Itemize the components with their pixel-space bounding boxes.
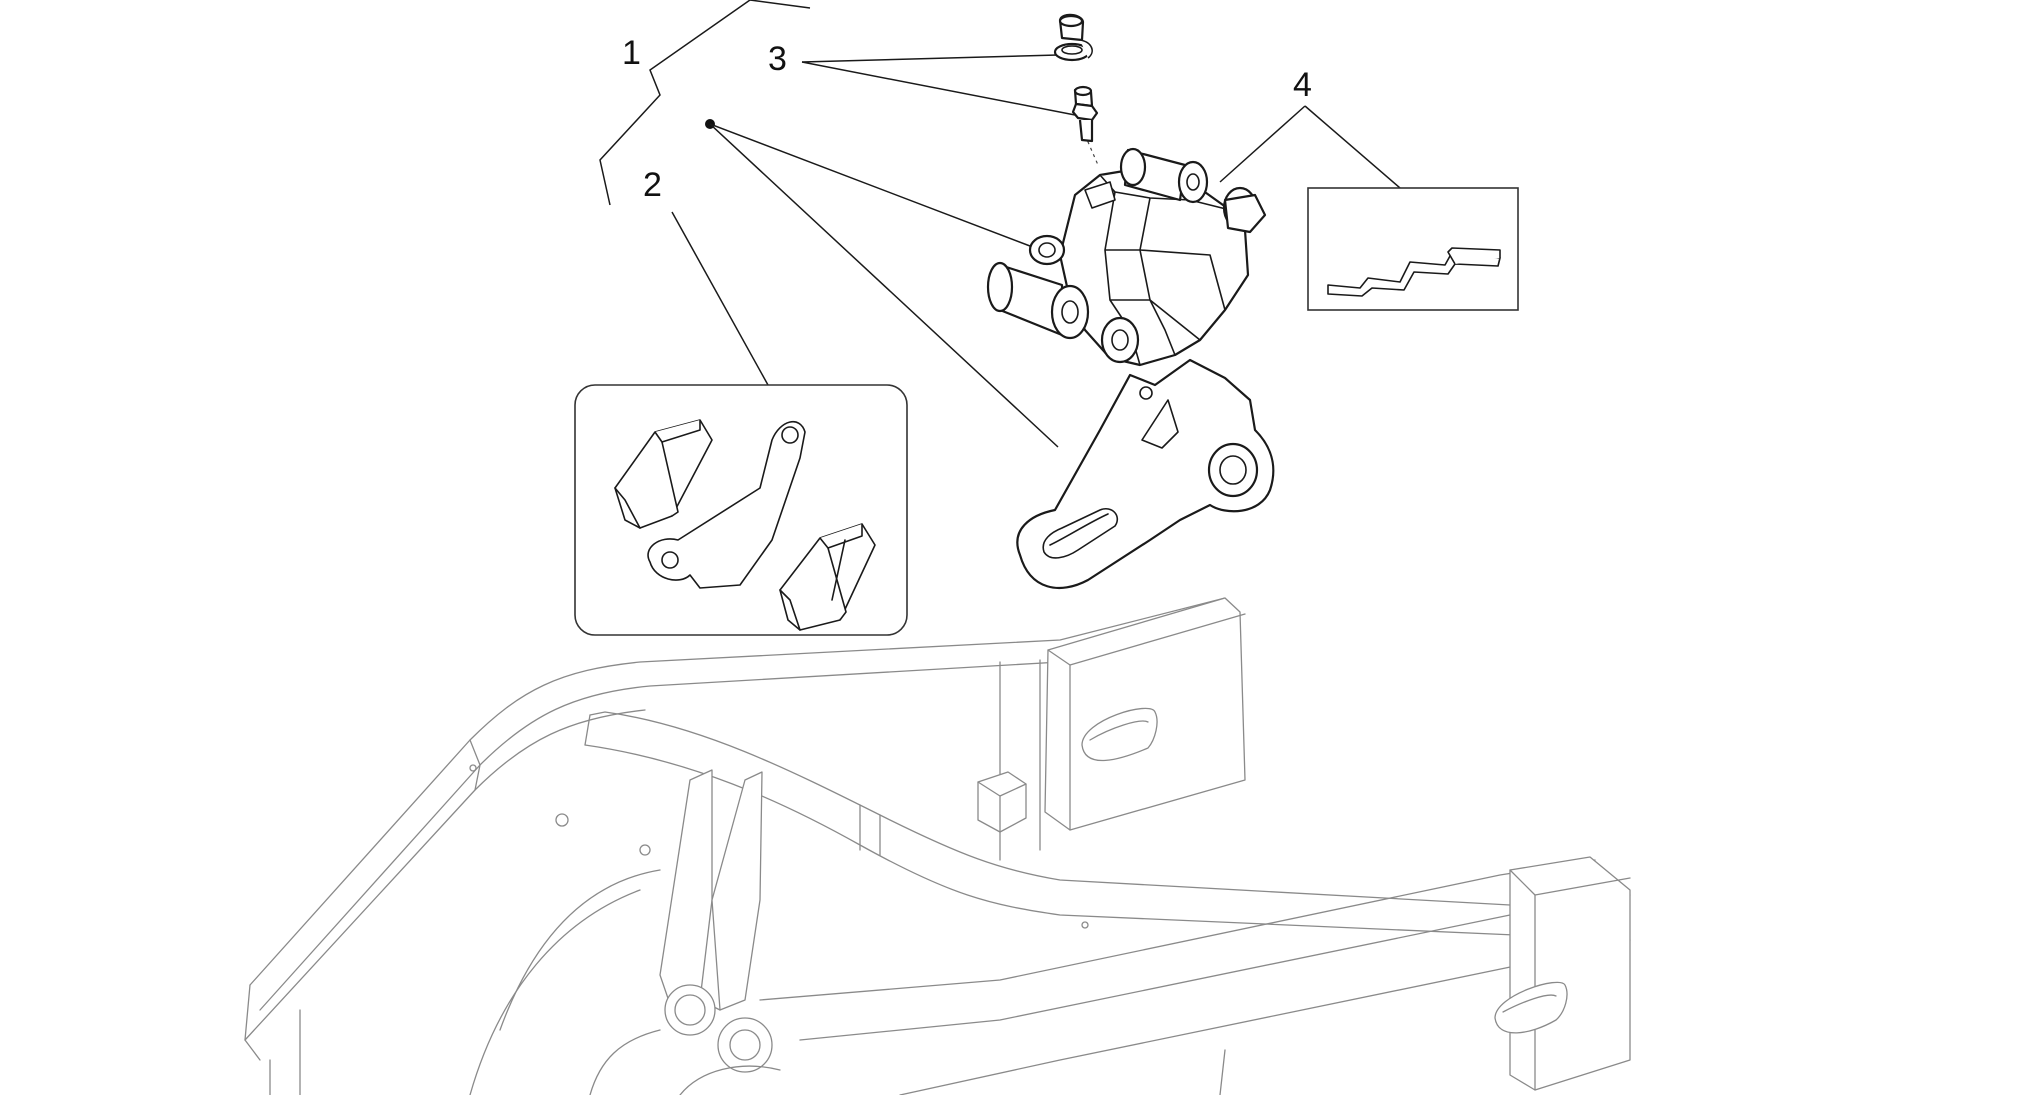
callout-4: 4 (1293, 66, 1312, 104)
retaining-spring-box (1307, 187, 1519, 311)
pad-shim-plate (647, 420, 806, 589)
callout-3: 3 (768, 40, 787, 78)
bleed-cap (1053, 13, 1093, 62)
swingarm-frame (244, 597, 1631, 1095)
bleed-screw (1071, 85, 1099, 143)
callout-4-leader (1219, 105, 1401, 189)
callout-1-leader (599, 0, 1059, 448)
brake-caliper-assembly (986, 147, 1275, 589)
brake-pad-right (779, 523, 876, 631)
callout-2: 2 (643, 166, 662, 204)
brake-pads-kit-box (574, 384, 908, 636)
callout-1: 1 (622, 34, 641, 72)
brake-pad-left (614, 419, 713, 529)
callout-3-leader (801, 54, 1099, 166)
callout-2-leader (671, 211, 769, 386)
